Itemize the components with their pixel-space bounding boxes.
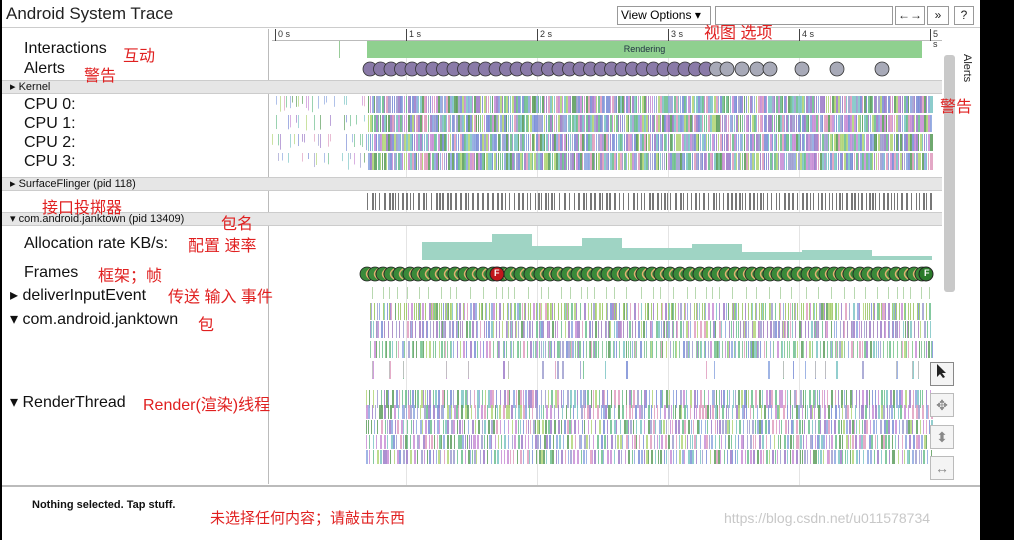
vertical-arrows-icon: ⬍ — [936, 429, 948, 445]
annotation-deliver-input: 传送 输入 事件 — [168, 289, 273, 306]
cpu0-label: CPU 0: — [24, 96, 76, 113]
move-icon: ✥ — [936, 397, 948, 413]
ruler-tick: 0 s — [275, 29, 290, 41]
allocation-rate-track[interactable] — [272, 228, 942, 260]
surfaceflinger-section-header[interactable]: ▸ SurfaceFlinger (pid 118) — [2, 177, 942, 191]
frames-label: Frames — [24, 264, 79, 281]
alerts-sidebar-label[interactable]: Alerts — [961, 54, 973, 83]
cpu2-label: CPU 2: — [24, 134, 76, 151]
window-title: Android System Trace — [6, 4, 174, 23]
annotation-package-name: 包名 — [221, 216, 254, 233]
annotation-alerts-right: 警告 — [940, 99, 973, 116]
janktown-thread-track[interactable] — [272, 303, 942, 383]
ruler-tick: 5 s — [930, 29, 942, 49]
annotation-status: 未选择任何内容；请敲击东西 — [210, 510, 406, 527]
alerts-track[interactable] — [272, 60, 942, 80]
search-input[interactable] — [715, 6, 893, 25]
cursor-icon — [937, 364, 946, 378]
frame-marker-green[interactable]: F — [924, 268, 930, 278]
help-button[interactable]: ? — [954, 6, 974, 25]
deliver-input-event-label[interactable]: ▸ deliverInputEvent — [10, 287, 147, 304]
kernel-section-header[interactable]: ▸ Kernel — [2, 80, 942, 94]
selection-status: Nothing selected. Tap stuff. — [32, 499, 176, 511]
janktown-section-header[interactable]: ▾ com.android.janktown (pid 13409) — [2, 212, 942, 226]
track-labels-pane — [2, 29, 269, 484]
deliver-input-track[interactable] — [272, 285, 942, 303]
trace-window: Android System Trace View Options ▾ ←→ »… — [2, 0, 980, 540]
status-bar: Nothing selected. Tap stuff. — [2, 485, 980, 540]
janktown-section-label: com.android.janktown (pid 13409) — [18, 213, 185, 225]
alerts-label: Alerts — [24, 60, 65, 77]
interactions-track[interactable]: Rendering — [272, 41, 942, 59]
annotation-render-thread: Render(渲染)线程 — [143, 397, 271, 414]
annotation-package: 包 — [198, 317, 215, 334]
select-tool-button[interactable] — [930, 362, 954, 386]
title-bar: Android System Trace View Options ▾ ←→ »… — [2, 0, 980, 28]
zoom-tool-button[interactable]: ⬍ — [930, 425, 954, 449]
annotation-frames: 框架；帧 — [98, 268, 163, 285]
cpu3-label: CPU 3: — [24, 153, 76, 170]
frame-marker-red[interactable]: F — [494, 268, 500, 278]
expand-button[interactable]: ←→ — [895, 6, 925, 25]
cpu-tracks[interactable] — [272, 95, 942, 175]
kernel-section-label: Kernel — [18, 81, 51, 93]
annotation-surfaceflinger: 接口投掷器 — [42, 200, 123, 217]
interactions-label: Interactions — [24, 40, 107, 57]
annotation-view-options: 视图 选项 — [704, 25, 773, 42]
janktown-thread-label[interactable]: ▾ com.android.janktown — [10, 311, 179, 328]
ruler-tick: 1 s — [406, 29, 421, 41]
annotation-allocation: 配置 速率 — [188, 238, 257, 255]
annotation-interactions: 互动 — [123, 48, 156, 65]
frames-track[interactable] — [272, 265, 942, 285]
cpu1-label: CPU 1: — [24, 115, 76, 132]
view-options-button[interactable]: View Options ▾ — [617, 6, 711, 25]
forward-button[interactable]: » — [927, 6, 949, 25]
pan-tool-button[interactable]: ✥ — [930, 393, 954, 417]
watermark: https://blog.csdn.net/u011578734 — [724, 510, 931, 526]
ruler-tick: 3 s — [668, 29, 683, 41]
render-thread-label[interactable]: ▾ RenderThread — [10, 394, 126, 411]
vertical-scrollbar[interactable] — [944, 55, 955, 292]
horizontal-range-icon: ↔ — [935, 460, 949, 476]
annotation-alerts: 警告 — [84, 68, 117, 85]
ruler-tick: 4 s — [799, 29, 814, 41]
timing-tool-button[interactable]: ↔ — [930, 456, 954, 480]
ruler-tick: 2 s — [537, 29, 552, 41]
surfaceflinger-label: SurfaceFlinger (pid 118) — [18, 178, 136, 190]
render-thread-track[interactable] — [272, 388, 942, 483]
time-ruler[interactable]: 0 s 1 s 2 s 3 s 4 s 5 s — [272, 29, 942, 49]
alerts-sidebar[interactable]: Alerts — [957, 40, 979, 485]
surfaceflinger-track[interactable] — [272, 192, 942, 211]
interaction-marker[interactable] — [339, 41, 340, 58]
rendering-interaction[interactable]: Rendering — [367, 41, 922, 58]
allocation-rate-label: Allocation rate KB/s: — [24, 235, 169, 252]
